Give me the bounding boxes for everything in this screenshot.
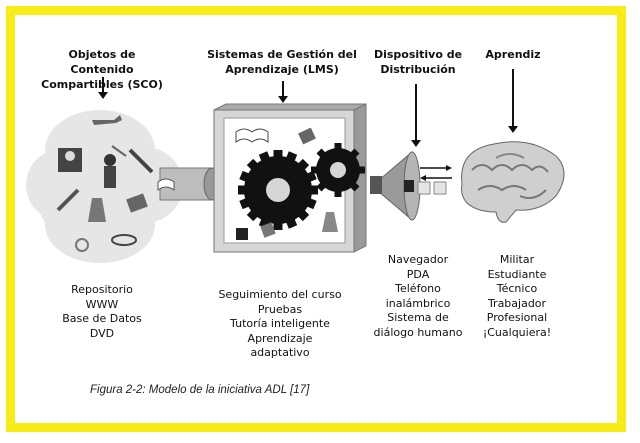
header-device: Dispositivo de Distribución [373,48,463,76]
sco-icons [56,115,154,252]
list-item: Seguimiento del curso [218,288,342,301]
figure-caption: Figura 2-2: Modelo de la iniciativa ADL … [90,384,310,396]
list-item: Aprendizaje [247,331,313,345]
list-item: adaptativo [250,346,310,359]
list-lms: Seguimiento del curso Pruebas Tutoría in… [210,288,350,361]
header-learner: Aprendiz [485,48,541,61]
exchange-arrows [420,165,452,181]
list-item: Sistema de [387,311,449,324]
list-item: Pruebas [257,302,303,316]
list-item: Técnico [496,282,538,295]
list-item: Estudiante [487,267,547,281]
list-item: ¡Cualquiera! [482,325,552,339]
list-learner: Militar Estudiante Técnico Trabajador Pr… [476,253,558,340]
list-item: Militar [499,253,535,266]
list-item: Tutoría inteligente [230,317,330,330]
header-sco: Objetos de Contenido Compartibles (SCO) [41,48,163,91]
list-item: Trabajador [487,296,547,310]
list-item: inalámbrico [385,296,451,310]
list-item: diálogo humano [373,325,463,339]
list-sco: Repositorio WWW Base de Datos DVD [46,283,158,341]
gears [238,143,365,230]
distribution-device [370,151,421,221]
lms-icons [235,127,338,240]
list-item: Teléfono [395,282,441,295]
connector-tube [157,167,221,201]
list-item: Base de Datos [62,312,142,325]
brain-icon [461,141,565,223]
header-lms: Sistemas de Gestión del Aprendizaje (LMS… [207,48,357,76]
header-arrows [98,69,518,147]
signal-squares [417,181,447,195]
list-item: Navegador [387,253,449,266]
list-item: Repositorio [71,283,133,296]
list-item: DVD [89,326,115,340]
list-item: Profesional [486,311,548,324]
list-item: PDA [406,267,430,281]
list-device: Navegador PDA Teléfono inalámbrico Siste… [368,253,468,340]
list-item: WWW [85,297,119,311]
